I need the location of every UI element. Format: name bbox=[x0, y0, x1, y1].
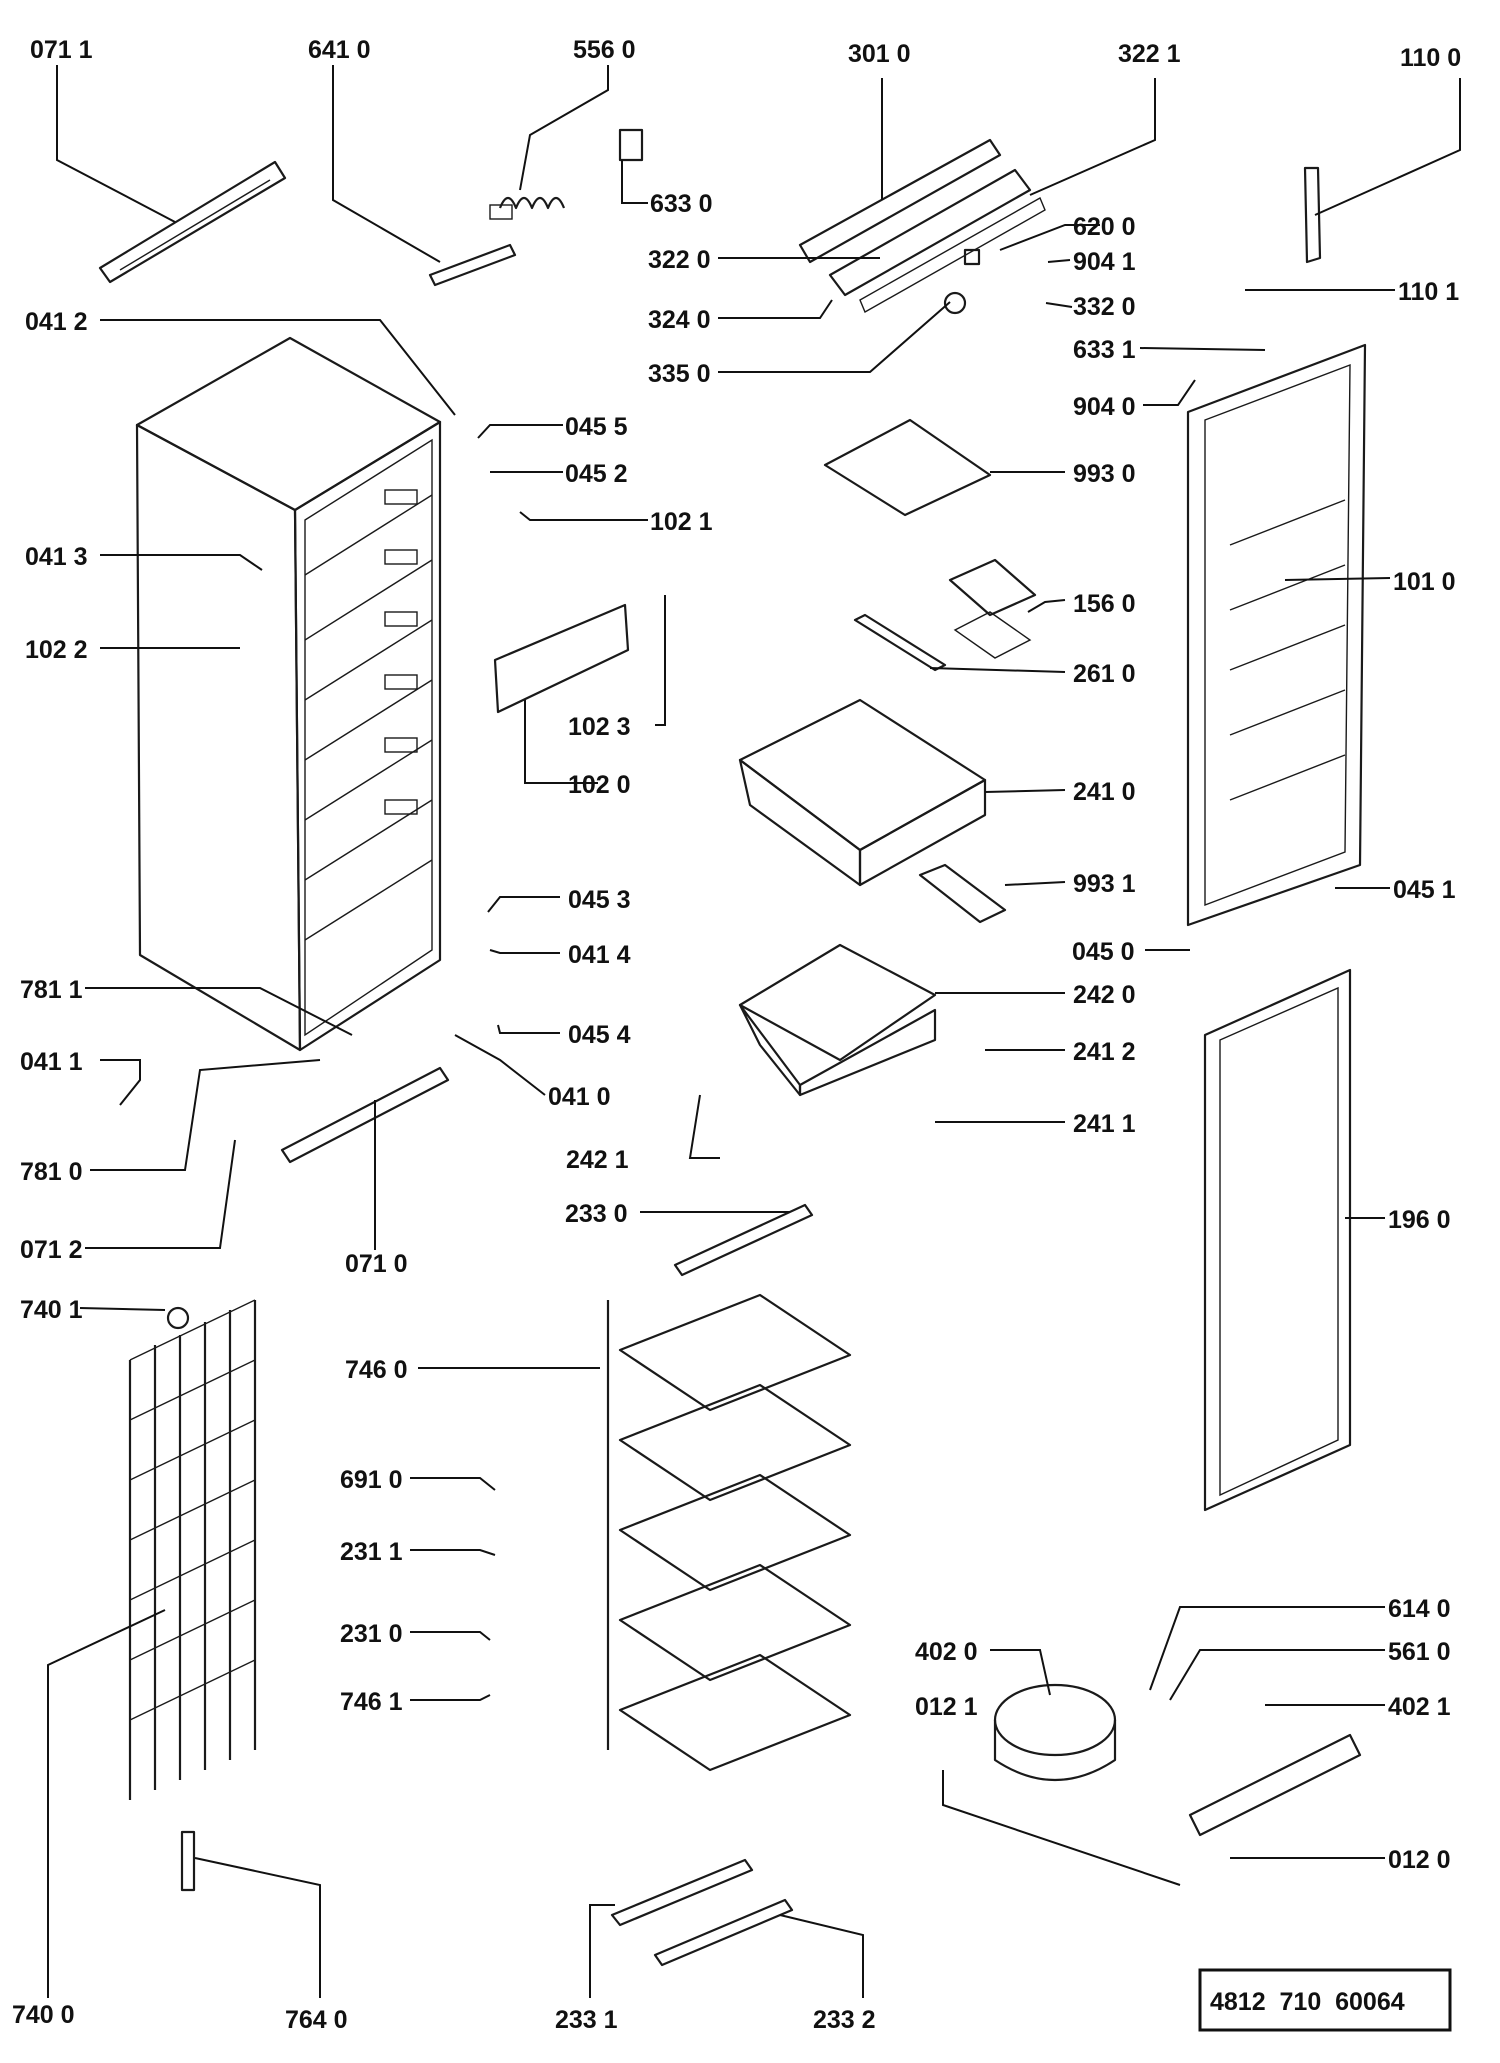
part-label-4021: 402 1 bbox=[1388, 1693, 1451, 1721]
part-label-9041: 904 1 bbox=[1073, 248, 1136, 276]
evaporator-coil-drawing bbox=[128, 1299, 257, 1800]
part-label-7810: 781 0 bbox=[20, 1158, 83, 1186]
bracket-633-drawing bbox=[618, 128, 644, 162]
part-label-3240: 324 0 bbox=[648, 306, 711, 334]
part-label-7400: 740 0 bbox=[12, 2001, 75, 2029]
part-label-7640: 764 0 bbox=[285, 2006, 348, 2034]
ice-tray-drawing bbox=[823, 418, 992, 517]
part-label-0412: 041 2 bbox=[25, 308, 88, 336]
part-label-1022: 102 2 bbox=[25, 636, 88, 664]
part-label-0455: 045 5 bbox=[565, 413, 628, 441]
part-label-2411: 241 1 bbox=[1073, 1110, 1136, 1138]
part-label-0120: 012 0 bbox=[1388, 1846, 1451, 1874]
part-label-6410: 641 0 bbox=[308, 36, 371, 64]
part-label-7811: 781 1 bbox=[20, 976, 83, 1004]
part-label-2332: 233 2 bbox=[813, 2006, 876, 2034]
part-label-0413: 041 3 bbox=[25, 543, 88, 571]
top-grille-drawing bbox=[98, 160, 287, 284]
ice-grid-drawing bbox=[953, 611, 1032, 659]
part-drawings bbox=[98, 128, 1367, 1967]
part-label-1021: 102 1 bbox=[650, 508, 713, 536]
part-label-2331: 233 1 bbox=[555, 2006, 618, 2034]
cabinet-body-drawing bbox=[135, 336, 442, 1052]
rail-233-1-drawing bbox=[610, 1858, 754, 1927]
part-label-0451: 045 1 bbox=[1393, 876, 1456, 904]
part-label-1100: 110 0 bbox=[1400, 44, 1461, 72]
part-label-7460: 746 0 bbox=[345, 1356, 408, 1384]
part-label-2410: 241 0 bbox=[1073, 778, 1136, 806]
part-label-7461: 746 1 bbox=[340, 1688, 403, 1716]
spring-drawing bbox=[489, 196, 566, 220]
part-label-0711: 071 1 bbox=[30, 36, 93, 64]
part-label-6910: 691 0 bbox=[340, 1466, 403, 1494]
part-label-6200: 620 0 bbox=[1073, 213, 1136, 241]
part-label-3220: 322 0 bbox=[648, 246, 711, 274]
part-label-6331: 633 1 bbox=[1073, 336, 1136, 364]
drawer-handle-drawing bbox=[918, 863, 1007, 924]
part-label-0453: 045 3 bbox=[568, 886, 631, 914]
base-rail-drawing bbox=[280, 1066, 450, 1164]
part-label-0450: 045 0 bbox=[1072, 938, 1135, 966]
shelf-panel-drawing bbox=[493, 603, 630, 714]
strip-drawing bbox=[853, 613, 947, 672]
door-drawing bbox=[1186, 343, 1367, 927]
part-label-3221: 322 1 bbox=[1118, 40, 1181, 68]
part-label-6330: 633 0 bbox=[650, 190, 713, 218]
part-label-9931: 993 1 bbox=[1073, 870, 1136, 898]
part-label-9040: 904 0 bbox=[1073, 393, 1136, 421]
part-label-2311: 231 1 bbox=[340, 1538, 403, 1566]
part-label-2412: 241 2 bbox=[1073, 1038, 1136, 1066]
part-label-2421: 242 1 bbox=[566, 1146, 629, 1174]
part-label-6140: 614 0 bbox=[1388, 1595, 1451, 1623]
drawer-small-drawing bbox=[738, 943, 937, 1097]
part-label-0121: 012 1 bbox=[915, 1693, 978, 1721]
document-code: 4812 710 60064 bbox=[1210, 1988, 1405, 2016]
part-label-1010: 101 0 bbox=[1393, 568, 1456, 596]
part-label-9930: 993 0 bbox=[1073, 460, 1136, 488]
hinge-110-drawing bbox=[1303, 166, 1322, 264]
part-label-2310: 231 0 bbox=[340, 1620, 403, 1648]
control-panel-drawing bbox=[798, 138, 1046, 315]
part-label-0411: 041 1 bbox=[20, 1048, 83, 1076]
part-label-0454: 045 4 bbox=[568, 1021, 631, 1049]
part-label-3320: 332 0 bbox=[1073, 293, 1136, 321]
compressor-rail-drawing bbox=[1188, 1733, 1362, 1837]
part-label-5560: 556 0 bbox=[573, 36, 636, 64]
rail-233-2-drawing bbox=[653, 1898, 794, 1967]
part-label-1560: 156 0 bbox=[1073, 590, 1136, 618]
drawer-large-drawing bbox=[738, 698, 987, 887]
part-label-1020: 102 0 bbox=[568, 771, 631, 799]
rail-233-0-drawing bbox=[673, 1203, 814, 1277]
part-label-0710: 071 0 bbox=[345, 1250, 408, 1278]
door-gasket-drawing bbox=[1203, 968, 1352, 1512]
part-label-0452: 045 2 bbox=[565, 460, 628, 488]
part-label-0712: 071 2 bbox=[20, 1236, 83, 1264]
document-code-box: 4812 710 60064 bbox=[1198, 1968, 1452, 2032]
ice-box-drawing bbox=[948, 558, 1037, 617]
wire-shelves-drawing bbox=[606, 1293, 852, 1772]
part-label-3350: 335 0 bbox=[648, 360, 711, 388]
dryer-drawing bbox=[180, 1830, 196, 1892]
part-label-5610: 561 0 bbox=[1388, 1638, 1451, 1666]
part-label-1023: 102 3 bbox=[568, 713, 631, 741]
part-label-1101: 110 1 bbox=[1398, 278, 1459, 306]
hinge-bar-drawing bbox=[428, 243, 517, 287]
part-label-4020: 402 0 bbox=[915, 1638, 978, 1666]
part-label-3010: 301 0 bbox=[848, 40, 911, 68]
part-label-0410: 041 0 bbox=[548, 1083, 611, 1111]
compressor-drawing bbox=[993, 1683, 1117, 1782]
part-label-7401: 740 1 bbox=[20, 1296, 83, 1324]
part-label-2330: 233 0 bbox=[565, 1200, 628, 1228]
part-label-1960: 196 0 bbox=[1388, 1206, 1451, 1234]
part-label-2420: 242 0 bbox=[1073, 981, 1136, 1009]
part-label-2610: 261 0 bbox=[1073, 660, 1136, 688]
leader-lines bbox=[47, 65, 1461, 1998]
part-labels: 071 1 641 0 556 0 633 0 301 0 322 1 110 … bbox=[12, 36, 1461, 2034]
part-label-0414: 041 4 bbox=[568, 941, 631, 969]
